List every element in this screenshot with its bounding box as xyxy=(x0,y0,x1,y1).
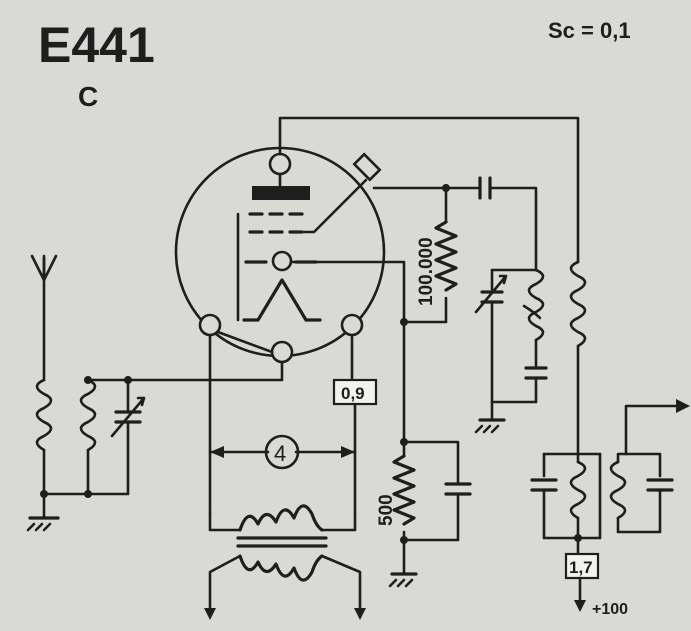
if-primary-right xyxy=(576,452,602,540)
cathode-ground-hatch xyxy=(388,578,414,588)
filament-pin-right xyxy=(340,313,364,337)
input-cap-lead-bottom xyxy=(86,420,130,496)
if-primary-coil xyxy=(569,460,587,520)
xfmr-secondary-coil xyxy=(238,504,324,532)
grid-junction xyxy=(400,318,408,326)
if-secondary-bottom xyxy=(616,488,662,534)
xfmr-core xyxy=(236,536,328,548)
plate-resistor xyxy=(434,220,458,292)
bypass-capacitor xyxy=(444,482,472,496)
input-ground-hatch xyxy=(26,522,52,532)
if-output-line xyxy=(624,404,682,456)
bypass-top xyxy=(402,440,460,484)
tank-fixed-capacitor xyxy=(524,366,548,380)
xfmr-pri-left xyxy=(208,554,242,614)
xfmr-primary-coil xyxy=(238,554,324,582)
anode-coil xyxy=(569,260,587,348)
mains-arrow-left xyxy=(204,608,216,620)
plate-resistor-label: 100.000 xyxy=(416,237,437,306)
slope-label: Sc = 0,1 xyxy=(548,18,631,43)
tank-coil xyxy=(527,268,545,342)
bypass-bottom xyxy=(402,492,460,542)
if-junction xyxy=(574,534,582,542)
xfmr-sec-right xyxy=(320,510,357,532)
r1-lead-bottom xyxy=(402,296,448,324)
antenna-coil xyxy=(35,378,53,452)
grid-bias-box xyxy=(332,378,378,406)
tube-variant-label: C xyxy=(78,81,98,112)
tube-type-title: E441 xyxy=(38,17,155,73)
anode-plate xyxy=(252,186,310,200)
xfmr-sec-left xyxy=(208,510,242,532)
grid-pin xyxy=(271,250,293,272)
input-junction-top xyxy=(84,376,92,384)
bypass-junction xyxy=(400,536,408,544)
if-primary-capacitor xyxy=(530,478,558,492)
coupling-to-tank xyxy=(488,186,538,272)
if-secondary-capacitor xyxy=(646,478,674,492)
anode-pin xyxy=(268,152,292,176)
input-grid-wire xyxy=(86,360,284,382)
cathode-pin xyxy=(270,340,294,364)
heater-circle xyxy=(264,434,300,470)
tank-ground-hatch xyxy=(474,400,500,434)
heater-label: 4 xyxy=(274,441,286,466)
cathode-resistor xyxy=(392,454,416,526)
coupling-capacitor xyxy=(478,176,492,200)
cathode-resistor-label: 500 xyxy=(376,494,397,526)
filament xyxy=(242,278,322,322)
grid-wire xyxy=(289,260,406,458)
supply-arrow xyxy=(574,600,586,612)
output-bias-box xyxy=(564,552,600,580)
tank-coil-tap xyxy=(522,304,542,320)
pin-link xyxy=(216,330,274,354)
input-junction-bottom xyxy=(84,490,92,498)
tank-tuning-arrow xyxy=(474,274,508,314)
tank-bottom xyxy=(490,376,538,404)
if-secondary-coil xyxy=(609,460,627,520)
top-cap xyxy=(352,152,382,182)
input-junction-ground xyxy=(40,490,48,498)
antenna-icon xyxy=(30,254,58,282)
top-cap-lead xyxy=(300,178,368,234)
output-bias-label: 1,7 xyxy=(569,558,593,577)
heater-arrow-left xyxy=(210,446,224,458)
grid-bias-label: 0,9 xyxy=(341,384,365,403)
anode-supply-wire xyxy=(278,116,580,264)
if-output-arrow xyxy=(676,399,690,413)
input-tuning-arrow xyxy=(110,396,146,438)
mains-arrow-right xyxy=(354,608,366,620)
input-coil-lead-bottom xyxy=(42,448,90,496)
if-secondary-top xyxy=(616,452,662,478)
grid-input-coil xyxy=(79,378,97,452)
supply-label: +100 xyxy=(592,601,628,618)
if-cap-lead-bottom xyxy=(542,488,580,540)
heater-arrow-right xyxy=(341,446,355,458)
xfmr-pri-right xyxy=(320,554,362,614)
